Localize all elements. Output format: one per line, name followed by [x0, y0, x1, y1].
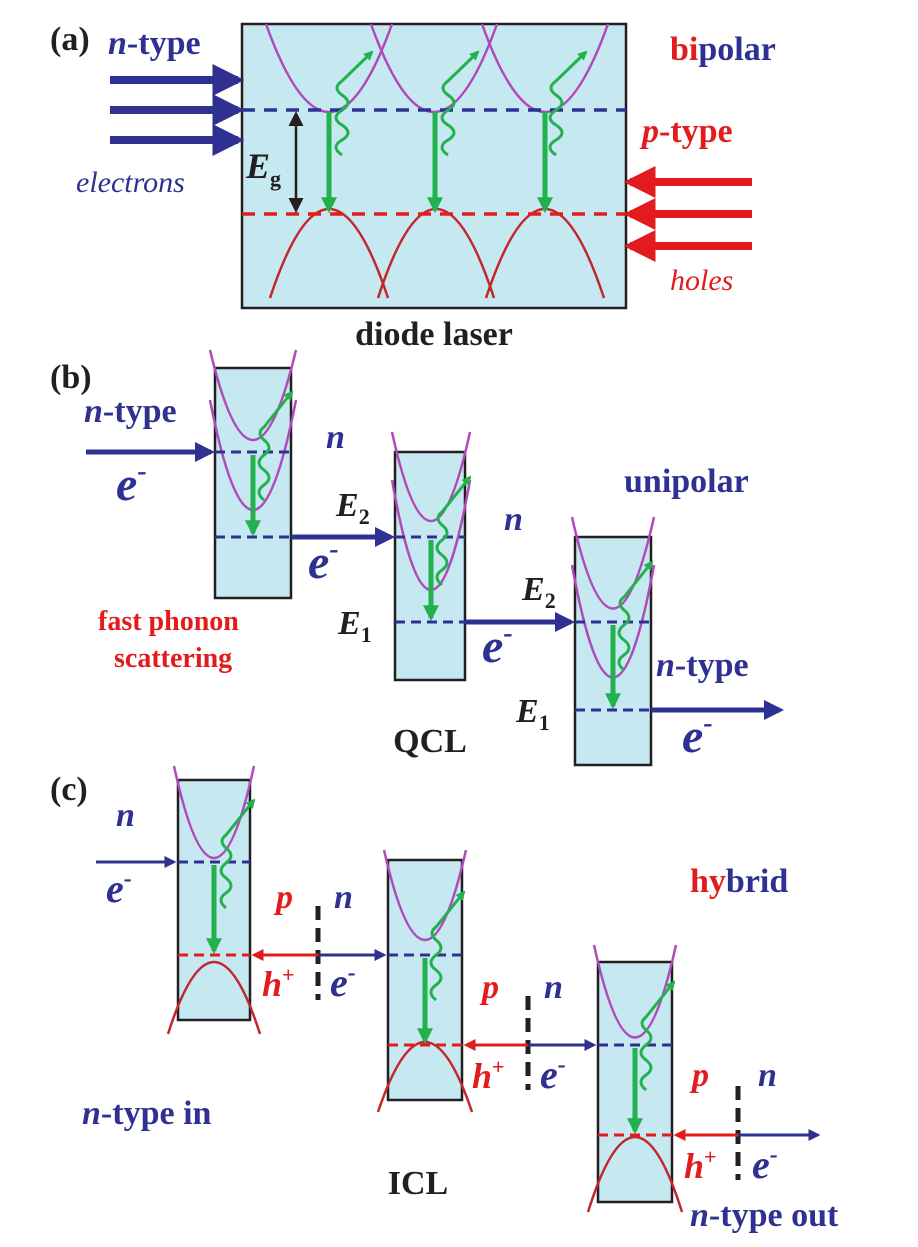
icl-caption: ICL	[388, 1165, 448, 1202]
photon-icon	[639, 980, 676, 1092]
icl-transitions	[205, 865, 644, 1135]
qcl-subband-upper-1	[208, 349, 298, 441]
p-label: p	[479, 969, 499, 1006]
electron-symbol: e-	[330, 960, 356, 1005]
panel-b: (b)	[50, 349, 784, 767]
n-label: n	[758, 1057, 777, 1094]
level-e2-label: E2	[521, 571, 556, 613]
n-label: n	[334, 879, 353, 916]
icl-photons	[219, 798, 676, 1092]
qcl-caption: QCL	[393, 723, 467, 760]
level-e2-label: E2	[335, 487, 370, 529]
electron-symbol: e-	[752, 1142, 778, 1187]
panel-c: (c)	[50, 765, 839, 1234]
photon-icon	[257, 390, 294, 502]
photon-icon	[435, 475, 472, 587]
hybrid-label: hybrid	[690, 863, 788, 900]
photon-icon	[548, 50, 588, 157]
qcl-transitions	[244, 455, 622, 710]
hole-injection-arrows	[623, 166, 752, 262]
n-label: n	[544, 969, 563, 1006]
electron-symbol: e-	[682, 708, 713, 763]
n-label: n	[326, 419, 345, 456]
qcl-electron-flow	[86, 442, 784, 720]
qcl-n-type-out-label: n-type	[656, 647, 749, 684]
panel-b-label: (b)	[50, 359, 92, 396]
level-e1-label: E1	[515, 693, 550, 735]
electron-symbol: e-	[106, 866, 132, 911]
qcl-subband-upper-2	[390, 431, 472, 522]
icl-valence-band-1	[166, 960, 262, 1035]
semimetal-interfaces	[315, 906, 741, 1180]
photon-icon	[219, 798, 256, 910]
level-e1-label: E1	[337, 605, 372, 647]
hole-symbol: h+	[472, 1054, 505, 1096]
icl-n-type-in-label: n-type in	[82, 1095, 212, 1132]
p-label: p	[689, 1057, 709, 1094]
electrons-label: electrons	[76, 166, 185, 199]
bipolar-label: bipolar	[670, 31, 776, 68]
icl-hole-arrows	[251, 949, 738, 1141]
icl-conduction-band-1	[172, 765, 256, 859]
unipolar-label: unipolar	[624, 463, 749, 500]
holes-label: holes	[670, 264, 733, 297]
n-type-label: n-type	[108, 25, 201, 62]
electron-symbol: e-	[308, 534, 339, 589]
icl-n-type-out-label: n-type out	[690, 1197, 839, 1234]
panel-a-label: (a)	[50, 21, 90, 58]
electron-symbol: e-	[116, 456, 147, 511]
p-label: p	[273, 879, 293, 916]
hole-symbol: h+	[262, 962, 295, 1004]
photon-icon	[334, 50, 374, 157]
hole-symbol: h+	[684, 1144, 717, 1186]
electron-symbol: e-	[482, 618, 513, 673]
photon-icon	[429, 890, 466, 1002]
icl-electron-arrows	[96, 856, 821, 1141]
photon-icon	[440, 50, 480, 157]
p-type-label: p-type	[639, 113, 733, 150]
bandgap-label: Eg	[245, 146, 281, 191]
panel-c-label: (c)	[50, 771, 88, 808]
qcl-n-type-in-label: n-type	[84, 393, 177, 430]
n-label: n	[116, 797, 135, 834]
scattering-label-line2: scattering	[114, 643, 232, 674]
qcl-subband-upper-3	[570, 516, 656, 610]
icl-conduction-band-2	[382, 849, 468, 941]
electron-injection-arrows	[110, 64, 245, 156]
qcl-photons	[257, 390, 654, 672]
panel-a: (a) Eg	[50, 21, 776, 353]
photons	[334, 50, 588, 157]
icl-valence-band-3	[586, 1135, 684, 1213]
n-label: n	[504, 501, 523, 538]
scattering-label-line1: fast phonon	[98, 606, 239, 637]
recombination-arrows	[320, 112, 554, 214]
photon-icon	[617, 560, 654, 672]
electron-symbol: e-	[540, 1052, 566, 1097]
diode-laser-caption: diode laser	[355, 316, 513, 353]
